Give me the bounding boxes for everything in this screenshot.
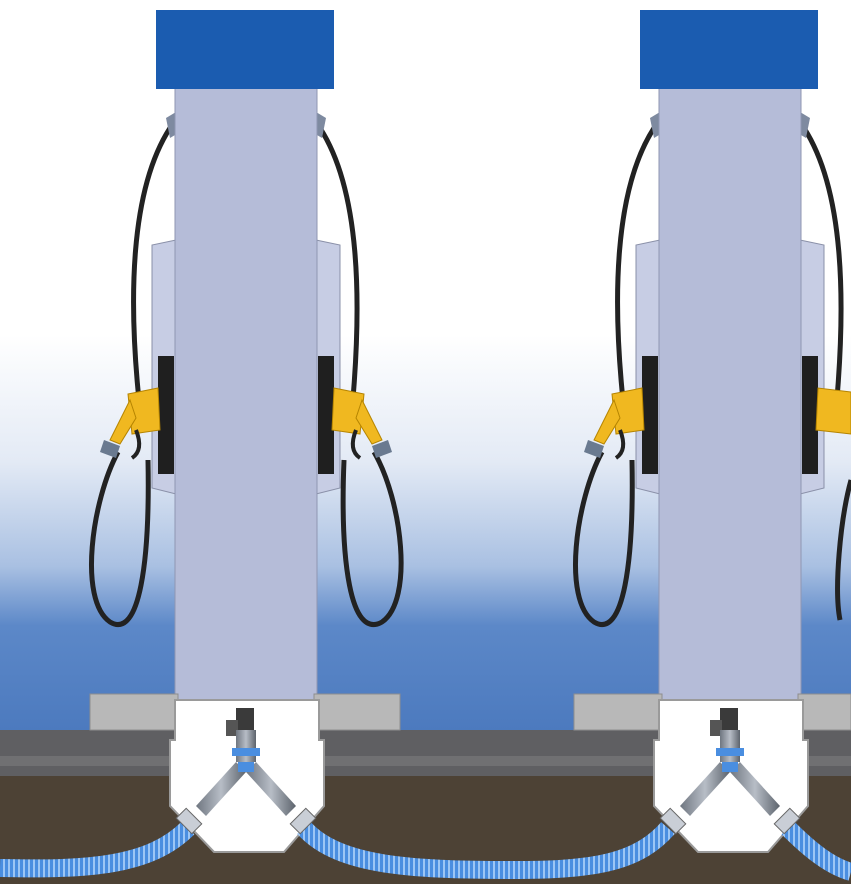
fuel-nozzle-icon: [816, 388, 851, 434]
island-left-block: [574, 694, 662, 730]
island-left-block: [90, 694, 178, 730]
island-right-block: [798, 694, 851, 730]
right-display-panel: [802, 356, 818, 474]
right-display-panel: [318, 356, 334, 474]
dispenser-header: [156, 10, 334, 89]
left-display-panel: [642, 356, 658, 474]
left-display-panel: [158, 356, 174, 474]
dispenser-column: [175, 88, 317, 700]
island-right-block: [314, 694, 400, 730]
dispenser-header: [640, 10, 818, 89]
dispenser-column: [659, 88, 801, 700]
